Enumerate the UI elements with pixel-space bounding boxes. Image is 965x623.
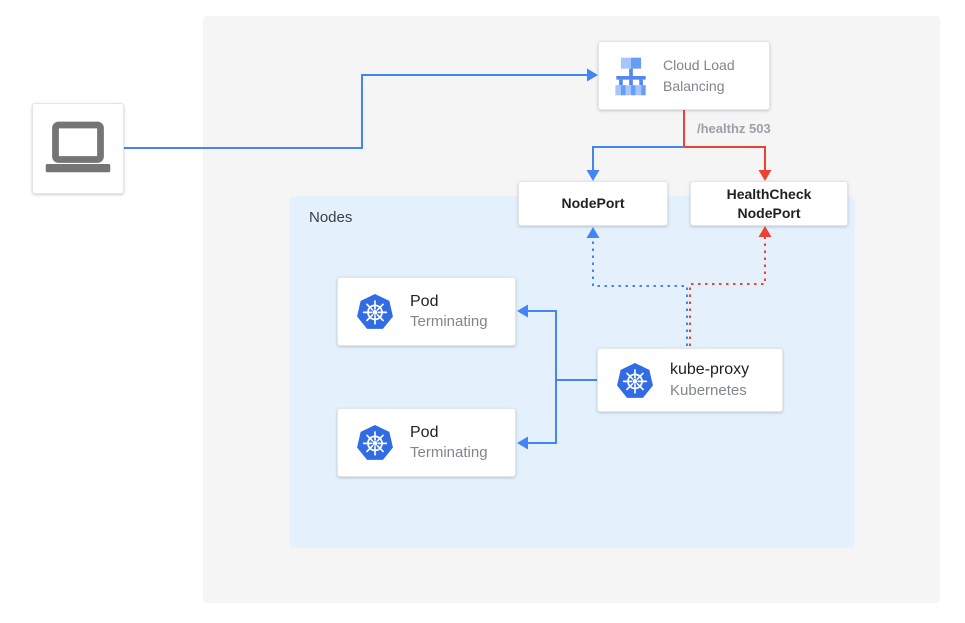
kube-proxy-title: kube-proxy — [670, 361, 750, 379]
healthz-503-label: /healthz 503 — [697, 121, 771, 136]
kubernetes-icon — [616, 361, 654, 399]
cloud-load-balancing-card: Cloud Load Balancing — [598, 41, 770, 110]
laptop-icon — [45, 121, 111, 172]
pod-title: Pod — [410, 292, 439, 310]
kube-proxy-subtitle: Kubernetes — [670, 381, 747, 399]
nodes-label: Nodes — [309, 209, 353, 226]
nodeport-label: NodePort — [561, 195, 625, 212]
cloud-load-balancing-label: Cloud Load Balancing — [663, 57, 735, 94]
kube-proxy-card: kube-proxy Kubernetes — [597, 348, 783, 412]
pod-title: Pod — [410, 423, 439, 441]
healthcheck-nodeport-card: HealthCheck NodePort — [690, 181, 848, 226]
cloud-load-balancing-icon — [615, 57, 646, 95]
kubernetes-icon — [356, 293, 394, 330]
healthcheck-nodeport-label: HealthCheck NodePort — [726, 185, 812, 221]
pod-card: Pod Terminating — [337, 277, 516, 346]
kubernetes-icon — [356, 424, 394, 461]
pod-status: Terminating — [410, 313, 488, 331]
nodeport-card: NodePort — [518, 181, 668, 226]
pod-status: Terminating — [410, 444, 488, 462]
pod-card: Pod Terminating — [337, 408, 516, 477]
client-laptop-card — [32, 103, 124, 194]
